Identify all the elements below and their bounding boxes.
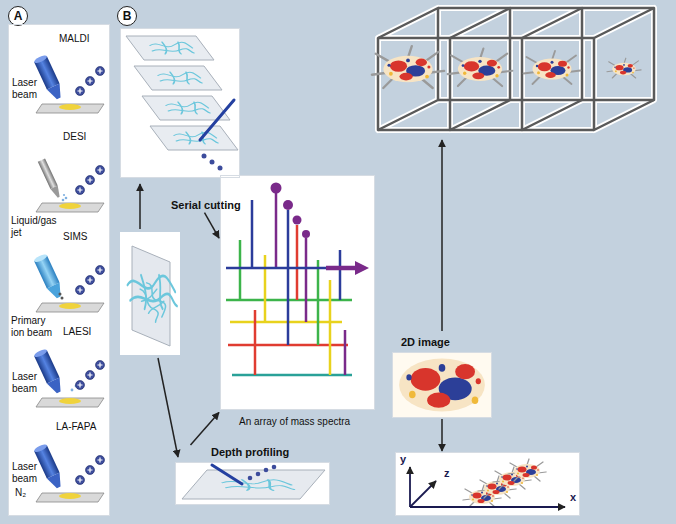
flow-arrow bbox=[158, 358, 178, 457]
source-label: Primary ion beam bbox=[11, 315, 57, 338]
serial-sections-image: Serial cutting bbox=[120, 28, 240, 178]
mass-spectra-art bbox=[220, 175, 375, 410]
panel-letter: A bbox=[8, 6, 28, 26]
depth-profile-image: Depth profiling bbox=[175, 462, 330, 505]
source-label: Liquid/gas jet bbox=[11, 215, 67, 238]
flow-arrow bbox=[139, 184, 141, 229]
step-label: Serial cutting bbox=[171, 199, 241, 212]
tissue-block-art bbox=[120, 232, 180, 355]
step-label: Depth profiling bbox=[211, 446, 289, 459]
ion-image: 2D image bbox=[392, 352, 492, 418]
caption-text: An array of mass spectra bbox=[239, 416, 350, 428]
technique-name: LAESI bbox=[63, 326, 91, 338]
flow-arrow bbox=[191, 412, 220, 445]
technique-name: LA-FAPA bbox=[56, 421, 96, 433]
flow-arrow bbox=[441, 419, 443, 451]
technique-name: DESI bbox=[63, 131, 86, 143]
panel-letter-text: B bbox=[123, 10, 132, 22]
volume-image: y z x bbox=[395, 452, 580, 516]
panel-letter-text: A bbox=[14, 10, 23, 22]
source-label: Laser beam bbox=[12, 77, 42, 100]
axis-label: y bbox=[400, 453, 406, 466]
technique-panel: MALDILaser beamDESILiquid/gas jetSIMSPri… bbox=[8, 24, 110, 516]
technique-name: SIMS bbox=[63, 231, 87, 243]
axis-label: z bbox=[444, 467, 450, 480]
mass-spectra-image: An array of mass spectra bbox=[220, 175, 375, 410]
source-label: Laser beam bbox=[12, 461, 42, 484]
panel-letter: B bbox=[117, 6, 137, 26]
gas-label: N₂ bbox=[15, 487, 26, 499]
flow-arrow bbox=[205, 213, 220, 239]
depth-profiling-art bbox=[175, 462, 330, 505]
technique-name: MALDI bbox=[59, 33, 90, 45]
volume-slices-art bbox=[372, 46, 641, 88]
flow-arrow bbox=[441, 140, 443, 331]
serial-sections-art bbox=[120, 28, 240, 178]
step-label: 2D image bbox=[401, 336, 450, 349]
source-label: Laser beam bbox=[12, 371, 42, 394]
ion-image-art bbox=[392, 352, 492, 418]
axis-label: x bbox=[570, 491, 576, 504]
stacked-volume-art bbox=[395, 452, 580, 516]
panel-a-art bbox=[8, 24, 110, 516]
